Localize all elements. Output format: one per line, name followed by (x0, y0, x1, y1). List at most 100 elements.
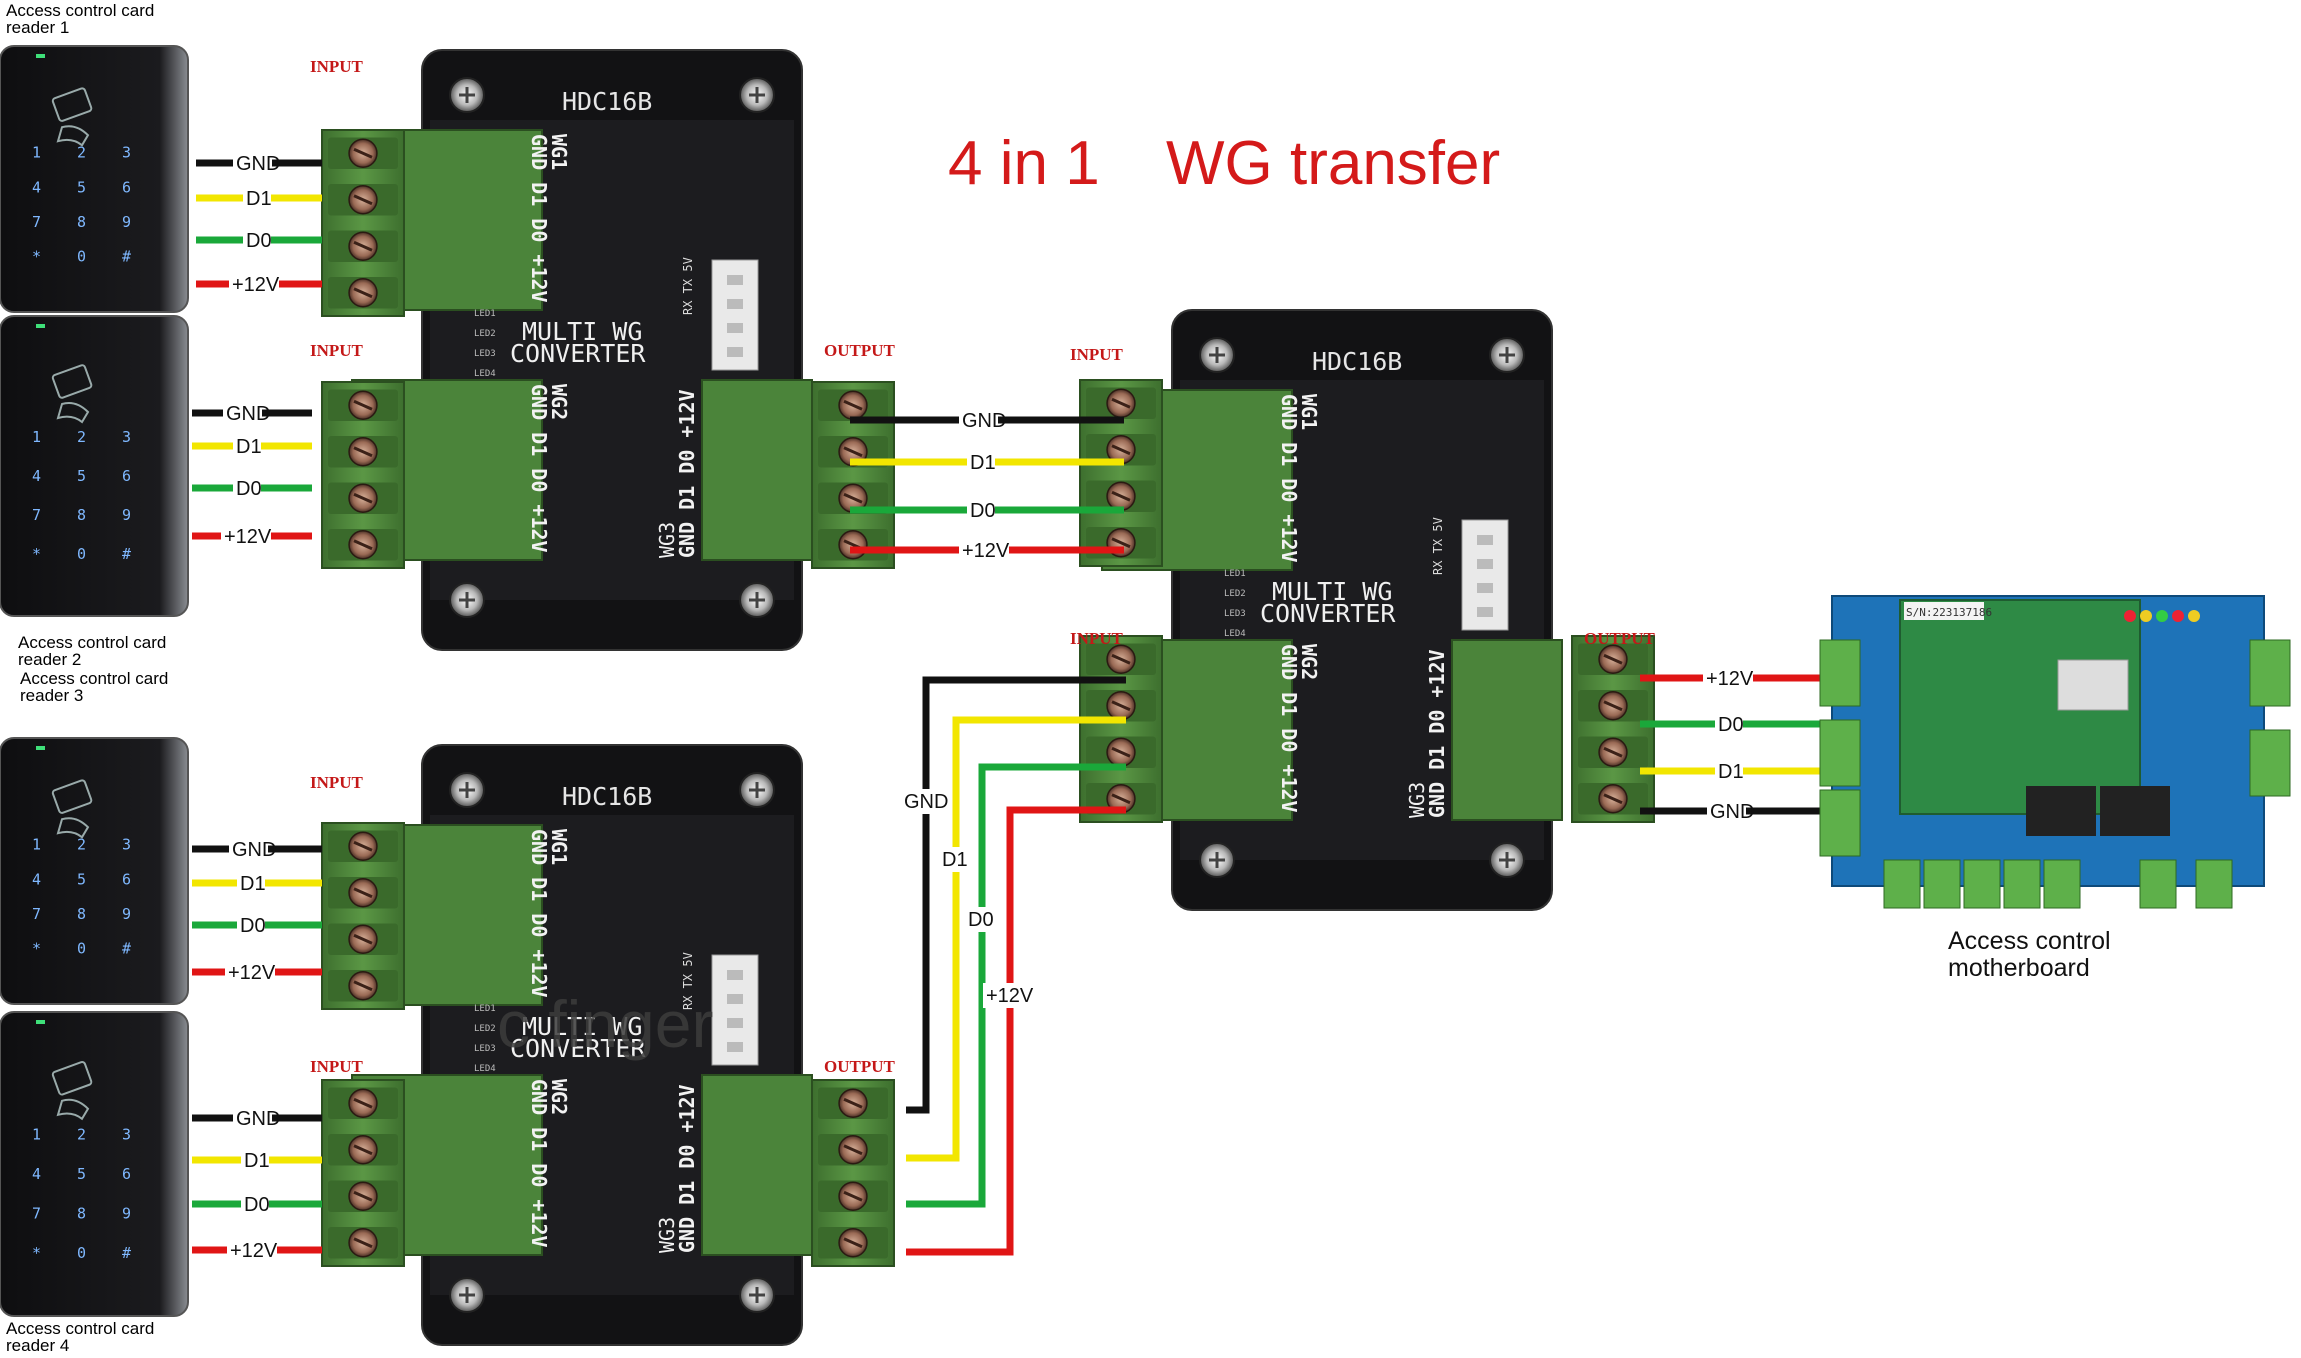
keypad-key: # (122, 939, 131, 957)
ethernet-jack (2057, 659, 2129, 711)
keypad-key: 9 (122, 1205, 131, 1223)
serial-pin (727, 970, 743, 980)
screw-slot (353, 492, 373, 504)
reader-4-label: Access control card reader 4 (6, 1319, 155, 1355)
led-label: LED3 (1224, 609, 1246, 619)
card-tap-icon (51, 87, 93, 147)
wire-label-bg (1707, 800, 1746, 822)
wire-label-bg (233, 435, 261, 457)
wg1-port-label: WG1 (547, 134, 571, 170)
led-label: LED2 (474, 329, 496, 339)
screw-slot (1603, 746, 1623, 758)
keypad-key: 3 (122, 144, 131, 162)
route-label-bg (901, 789, 945, 814)
pcb-terminal (2249, 729, 2291, 797)
wire-route-v12 (906, 806, 1126, 1256)
screw-slot (353, 1190, 373, 1202)
serial-pin (727, 1018, 743, 1028)
reader-led (36, 54, 45, 58)
serial-labels: RX TX 5V (1431, 517, 1445, 575)
screw-cross (749, 592, 765, 608)
screw-cross (749, 87, 765, 103)
wire-label-bg (233, 1107, 272, 1129)
wire-label-bg (233, 152, 272, 174)
converter-name-line1: MULTI WG (522, 1012, 642, 1041)
wire-label-bg (1715, 760, 1743, 782)
terminal-c1-wg2 (321, 381, 405, 569)
wire-label-d1: D1 (236, 436, 262, 458)
status-led (2188, 610, 2200, 622)
serial-sticker (1904, 602, 1984, 620)
wire-label-bg (227, 1239, 277, 1261)
wire-route-d0 (906, 763, 1126, 1208)
card-tap-icon (51, 779, 93, 839)
pcb-terminal (2249, 639, 2291, 707)
screw-cross (459, 592, 475, 608)
keypad-key: 9 (122, 213, 131, 231)
wire-label-d0: D0 (236, 478, 262, 500)
wg2-port-label: WG2 (547, 1079, 571, 1115)
keypad-key: 4 (32, 467, 41, 485)
wire-label-bg (241, 1193, 269, 1215)
terminal-c1-wg3 (811, 381, 895, 569)
serial-pin (727, 347, 743, 357)
tag-input-c1-wg2: INPUT (310, 341, 364, 360)
hand-outline (56, 402, 90, 424)
keypad-key: 7 (32, 506, 41, 524)
status-led (2140, 610, 2152, 622)
screw-slot (353, 1097, 373, 1109)
keypad-key: 1 (32, 428, 41, 446)
led-label: LED2 (1224, 589, 1246, 599)
hand-outline (56, 817, 90, 839)
keypad-key: 1 (32, 836, 41, 854)
output-block-wg3 (701, 379, 813, 561)
serial-pin (727, 994, 743, 1004)
serial-pin (727, 323, 743, 333)
wire-label-bg (237, 872, 265, 894)
led-label: LED3 (474, 1044, 496, 1054)
wire-label-v12: +12V (962, 540, 1010, 562)
led-label: LED3 (474, 349, 496, 359)
motherboard-label: Access control motherboard (1948, 927, 2111, 982)
screw-slot (353, 539, 373, 551)
keypad-key: 2 (77, 428, 86, 446)
serial-labels: RX TX 5V (681, 952, 695, 1010)
wg1-pin-labels: GND D1 D0 +12V (1277, 394, 1301, 563)
screw-cross (1499, 347, 1515, 363)
keypad-key: 1 (32, 144, 41, 162)
screw-slot (1111, 700, 1131, 712)
wire-label-d1: D1 (1718, 761, 1744, 783)
keypad-key: 7 (32, 213, 41, 231)
screw-slot (353, 1237, 373, 1249)
screw-slot (843, 446, 863, 458)
keypad-key: 6 (122, 1165, 131, 1183)
screw-slot (1111, 490, 1131, 502)
screw-cross (1209, 347, 1225, 363)
access-control-motherboard: S/N:223137186 (1819, 595, 2291, 909)
screw-cross (1499, 852, 1515, 868)
tag-input-c2-wg1: INPUT (310, 773, 364, 792)
screw-slot (1111, 793, 1131, 805)
tag-input-c2-wg2: INPUT (310, 1057, 364, 1076)
wire-label-bg (223, 402, 262, 424)
screw-cross (459, 87, 475, 103)
keypad-key: 5 (77, 1165, 86, 1183)
serial-labels: RX TX 5V (681, 257, 695, 315)
keypad-key: 4 (32, 1165, 41, 1183)
keypad-key: 8 (77, 905, 86, 923)
screw-slot (1603, 700, 1623, 712)
wire-label-bg (243, 187, 271, 209)
keypad-key: 8 (77, 213, 86, 231)
screw-slot (843, 492, 863, 504)
wire-label-v12: +12V (224, 526, 272, 548)
wire-label-bg (1715, 713, 1743, 735)
screw-slot (1111, 537, 1131, 549)
keypad-key: 3 (122, 428, 131, 446)
screw-slot (353, 147, 373, 159)
converter-name-line2: CONVERTER (510, 1034, 646, 1063)
tag-output-c2: OUTPUT (824, 1057, 896, 1076)
card-outline (51, 1061, 93, 1096)
wire-label-d1: D1 (246, 188, 272, 210)
